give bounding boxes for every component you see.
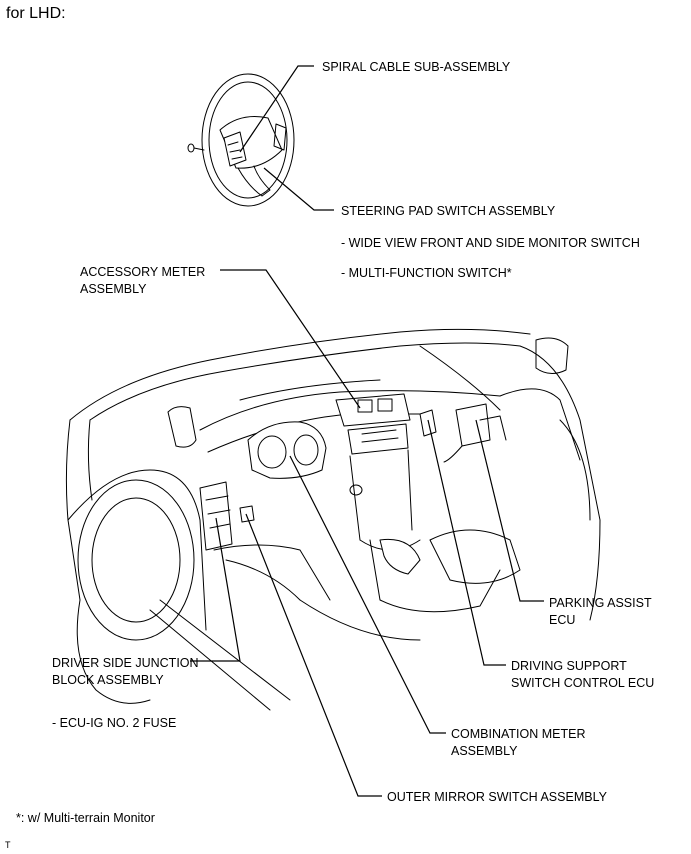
label-spiral-cable: SPIRAL CABLE SUB-ASSEMBLY [322,60,511,74]
figure-code: T [5,840,11,850]
label-driving-support-line1: DRIVING SUPPORT [511,659,627,673]
label-parking-assist-line1: PARKING ASSIST [549,596,652,610]
footnote: *: w/ Multi-terrain Monitor [16,811,155,825]
label-junction-block-sub-fuse: - ECU-IG NO. 2 FUSE [52,716,177,730]
label-steering-pad-sub-multi-function: - MULTI-FUNCTION SWITCH* [341,266,512,280]
label-combination-meter-line1: COMBINATION METER [451,727,586,741]
label-accessory-meter-line1: ACCESSORY METER [80,265,206,279]
label-junction-block-line1: DRIVER SIDE JUNCTION [52,656,199,670]
leader-lines [190,65,544,797]
label-outer-mirror-switch: OUTER MIRROR SWITCH ASSEMBLY [387,790,607,804]
label-steering-pad-sub-wide-view: - WIDE VIEW FRONT AND SIDE MONITOR SWITC… [341,236,640,250]
diagram-header: for LHD: [6,5,66,22]
label-driving-support-line2: SWITCH CONTROL ECU [511,676,655,690]
label-steering-pad-switch: STEERING PAD SWITCH ASSEMBLY [341,204,556,218]
steering-wheel-drawing [187,73,295,207]
label-combination-meter-line2: ASSEMBLY [451,744,518,758]
vehicle-interior-drawing [65,328,601,711]
label-parking-assist-line2: ECU [549,613,576,627]
label-junction-block-line2: BLOCK ASSEMBLY [52,673,164,687]
label-accessory-meter-line2: ASSEMBLY [80,282,147,296]
